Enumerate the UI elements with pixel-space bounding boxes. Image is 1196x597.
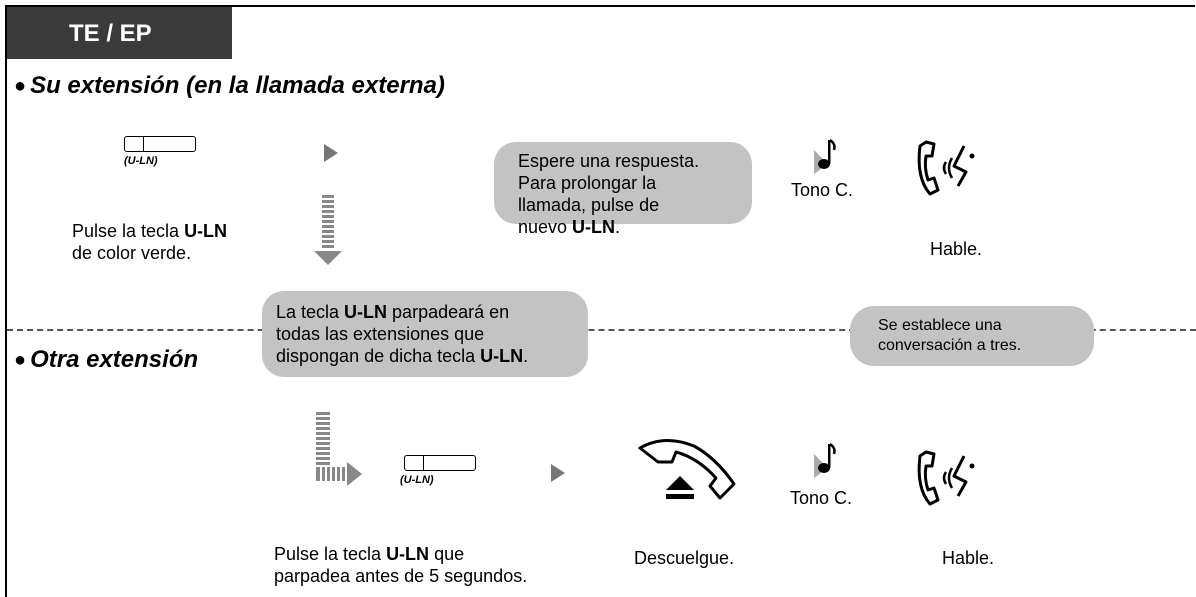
offhook-label: Descuelgue. (634, 548, 735, 568)
section-divider (7, 329, 1196, 331)
bullet-icon: ● (14, 349, 27, 371)
press-instruction: Pulse la tecla U-LN de color verde. (72, 221, 228, 263)
right-arrow-icon (324, 144, 338, 162)
bullet-icon: ● (14, 75, 27, 97)
right-arrow-icon (551, 464, 565, 482)
blinking-key-bubble: La tecla U-LN parpadeará en todas las ex… (262, 291, 588, 377)
talk-label: Hable. (942, 548, 995, 568)
section1-heading: ●Su extensión (en la llamada externa) (14, 72, 445, 99)
section2-heading: ●Otra extensión (14, 346, 199, 373)
green-key-icon (124, 136, 196, 152)
tab-te-ep: TE / EP (7, 7, 232, 59)
music-note-icon (814, 442, 836, 478)
off-hook-handset-icon (638, 439, 736, 500)
music-note-icon (814, 138, 836, 174)
down-arrow-icon (314, 195, 342, 265)
key-label: (U-LN) (400, 474, 434, 486)
corner-arrow-icon (316, 412, 362, 486)
key-label: (U-LN) (124, 155, 158, 167)
blinking-key-icon (404, 455, 476, 471)
tone-label: Tono C. (791, 180, 854, 200)
talk-label: Hable. (930, 239, 983, 259)
wait-response-bubble: Espere una respuesta. Para prolongar la … (494, 142, 752, 237)
talking-handset-icon (917, 140, 975, 196)
talking-handset-icon (917, 450, 975, 506)
three-party-bubble: Se establece una conversación a tres. (850, 306, 1094, 366)
diagram-frame (5, 5, 1195, 597)
tone-label: Tono C. (790, 488, 853, 508)
press-blinking-instruction: Pulse la tecla U-LN que parpadea antes d… (274, 544, 528, 586)
